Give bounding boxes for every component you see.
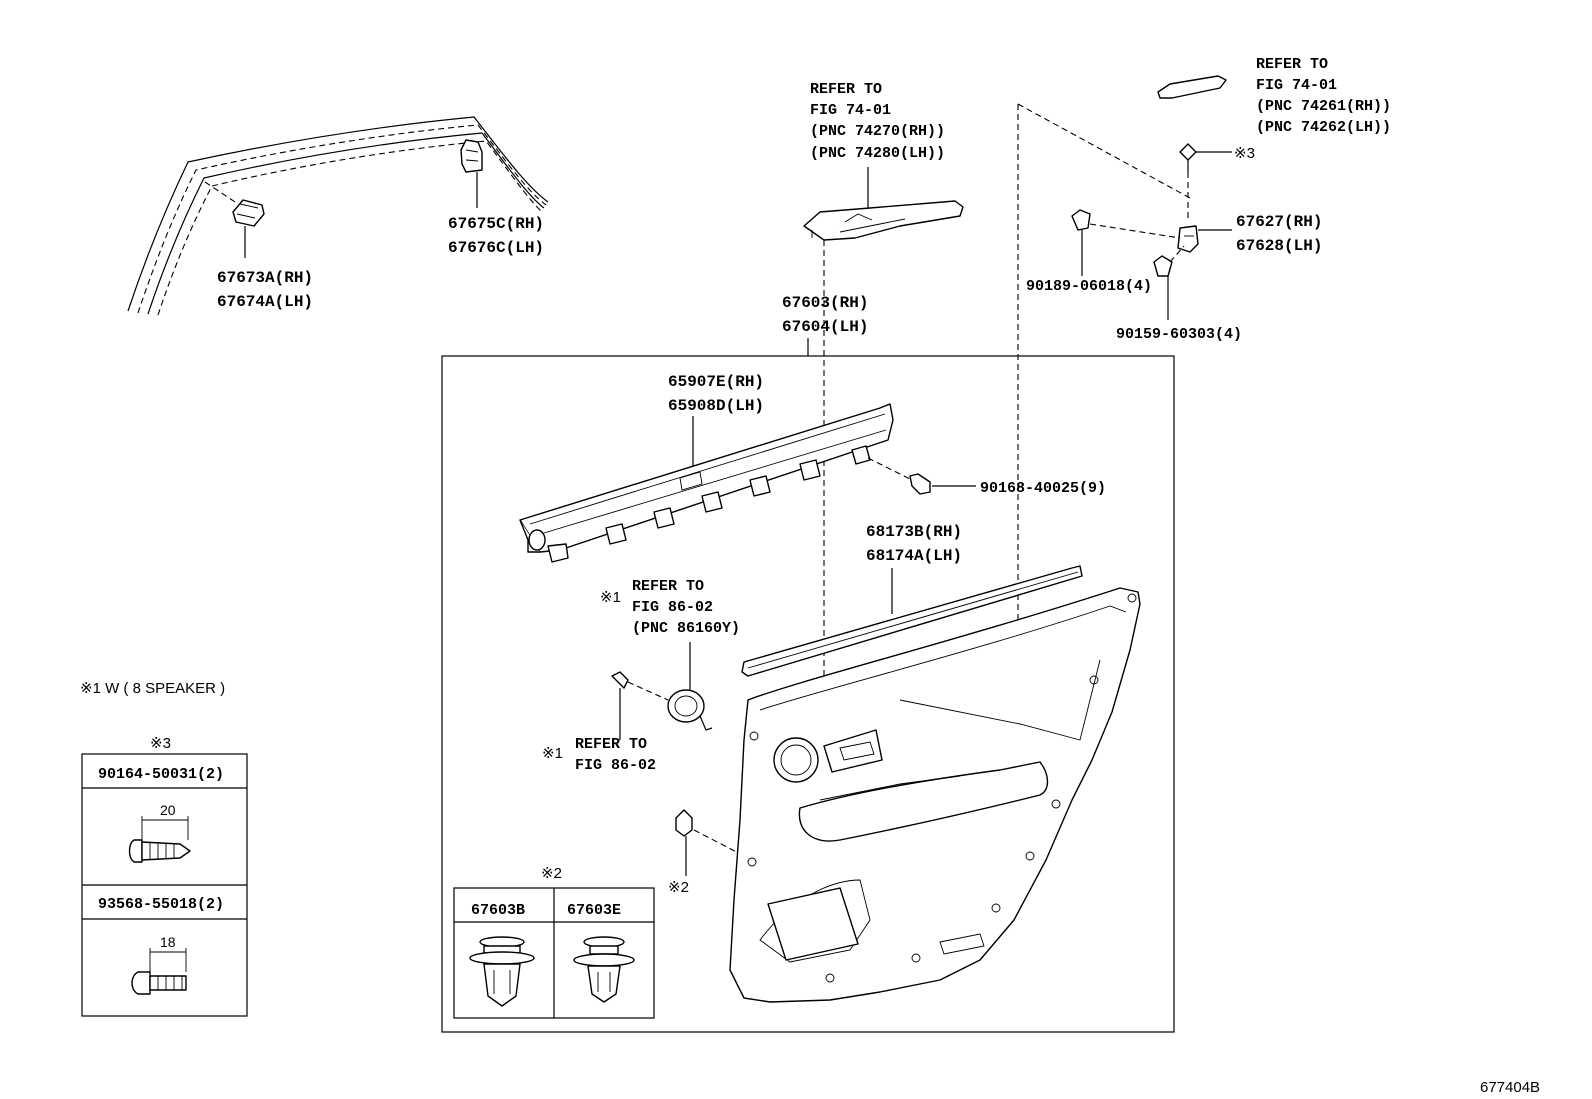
label-65908d: 65908D(LH) — [668, 397, 764, 415]
clip-67603b-drawing — [469, 936, 535, 1007]
clip-67673a — [204, 181, 265, 258]
label-67674a: 67674A(LH) — [217, 293, 313, 311]
label-67675c: 67675C(RH) — [448, 215, 544, 233]
label-refer-86-b-1: REFER TO — [575, 736, 647, 753]
label-refer-74-center-4: (PNC 74280(LH)) — [810, 145, 945, 162]
label-90168: 90168-40025(9) — [980, 480, 1106, 497]
clip-67603e-drawing — [573, 936, 635, 1003]
door-trim-board — [729, 587, 1141, 1003]
speaker-part — [667, 689, 713, 731]
label-67628: 67628(LH) — [1236, 237, 1322, 255]
label-refer-74-right-1: REFER TO — [1256, 56, 1328, 73]
screw-mark3 — [1179, 143, 1232, 172]
table3-dim2: 18 — [160, 934, 176, 950]
screw-90159 — [1153, 245, 1185, 320]
clip-67675c — [460, 139, 483, 208]
label-90159: 90159-60303(4) — [1116, 326, 1242, 343]
label-refer-74-right-4: (PNC 74262(LH)) — [1256, 119, 1391, 136]
label-refer-86-a-1: REFER TO — [632, 578, 704, 595]
label-refer-86-a-2: FIG 86-02 — [632, 599, 713, 616]
label-mark1-a: ※1 — [600, 589, 621, 606]
screw-90168 — [909, 473, 976, 495]
diagram-id: 677404B — [1480, 1079, 1540, 1096]
table3-row2-part: 93568-55018(2) — [98, 896, 224, 913]
table2-header: ※2 — [541, 865, 562, 882]
label-68174a: 68174A(LH) — [866, 547, 962, 565]
label-refer-86-a-3: (PNC 86160Y) — [632, 620, 740, 637]
guide-line-right-diag — [1017, 103, 1191, 199]
handle-bezel-part — [1157, 75, 1227, 99]
label-refer-74-right-3: (PNC 74261(RH)) — [1256, 98, 1391, 115]
upper-garnish-part — [519, 403, 894, 563]
guide-line-garnish-screw — [867, 457, 913, 481]
table3-header: ※3 — [150, 735, 171, 752]
label-mark2-clip: ※2 — [668, 879, 689, 896]
clip-mark2 — [675, 809, 753, 876]
label-67627: 67627(RH) — [1236, 213, 1322, 231]
bracket-67627 — [1177, 225, 1232, 253]
label-67604: 67604(LH) — [782, 318, 868, 336]
table3-dim1: 20 — [160, 802, 176, 818]
weatherstrip-part — [741, 565, 1083, 677]
speaker-screw — [611, 671, 669, 740]
clip-90189 — [1071, 209, 1181, 276]
note-mark1-speaker: ※1 W ( 8 SPEAKER ) — [80, 680, 225, 697]
label-mark1-b: ※1 — [542, 745, 563, 762]
table2-col-67603b: 67603B — [471, 902, 525, 919]
armrest-cover-part — [803, 200, 964, 241]
label-67676c: 67676C(LH) — [448, 239, 544, 257]
label-65907e: 65907E(RH) — [668, 373, 764, 391]
label-68173b: 68173B(RH) — [866, 523, 962, 541]
table3-row1-part: 90164-50031(2) — [98, 766, 224, 783]
label-refer-74-center-3: (PNC 74270(RH)) — [810, 123, 945, 140]
bolt-93568-drawing — [131, 948, 187, 995]
door-frame-outline — [127, 116, 549, 316]
label-refer-74-center-1: REFER TO — [810, 81, 882, 98]
label-mark3-screw: ※3 — [1234, 145, 1255, 162]
label-67603: 67603(RH) — [782, 294, 868, 312]
table3 — [81, 753, 248, 1017]
table2-col-67603e: 67603E — [567, 902, 621, 919]
label-67673a: 67673A(RH) — [217, 269, 313, 287]
label-refer-74-center-2: FIG 74-01 — [810, 102, 891, 119]
label-refer-86-b-2: FIG 86-02 — [575, 757, 656, 774]
assembly-box — [441, 355, 1175, 1033]
table2 — [453, 887, 655, 1019]
label-refer-74-right-2: FIG 74-01 — [1256, 77, 1337, 94]
label-90189: 90189-06018(4) — [1026, 278, 1152, 295]
screw-90164-drawing — [128, 816, 191, 863]
